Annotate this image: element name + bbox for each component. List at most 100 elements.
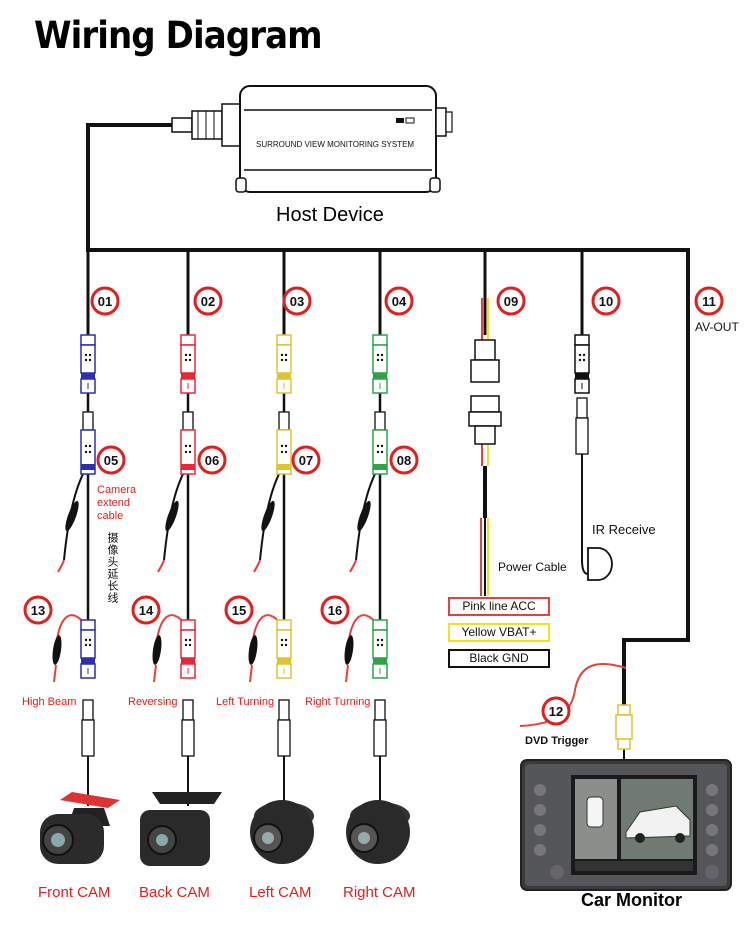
trigger-label-reversing: Reversing [128, 696, 178, 708]
ir-lead [575, 397, 589, 470]
left-cam-label: Left CAM [249, 884, 312, 901]
camera-extend-line-2: extend [97, 497, 131, 509]
page-title: Wiring Diagram [34, 14, 323, 57]
marker-number-15: 15 [232, 603, 246, 618]
marker-04: 04 [384, 286, 414, 316]
host-device-label: Host Device [276, 204, 384, 226]
marker-number-04: 04 [392, 294, 407, 309]
back-camera-connector [180, 619, 196, 679]
marker-number-09: 09 [504, 294, 518, 309]
host-connector [171, 103, 243, 147]
right-cam [346, 800, 410, 864]
back-extension-plug [180, 411, 196, 475]
front-host-connector [80, 334, 96, 394]
camera-extend-line-3: cable [97, 510, 124, 522]
front-cam [40, 792, 120, 864]
ir-host-connector [574, 334, 590, 394]
trigger-label-high-beam: High Beam [22, 696, 77, 708]
marker-03: 03 [282, 286, 312, 316]
marker-ring-06 [197, 445, 227, 475]
right-camera-connector [372, 619, 388, 679]
marker-number-16: 16 [328, 603, 342, 618]
marker-06: 06 [197, 445, 227, 475]
front-camera-connector [80, 619, 96, 679]
dvd-trigger-label: DVD Trigger [525, 735, 589, 747]
marker-number-14: 14 [139, 603, 154, 618]
dvd-trigger-wire [519, 662, 627, 727]
av-out-label: AV-OUT [695, 320, 739, 334]
marker-10: 10 [591, 286, 621, 316]
marker-01: 01 [90, 286, 120, 316]
right-cam-label: Right CAM [343, 884, 416, 901]
front-extension-plug [80, 411, 96, 475]
marker-ring-03 [282, 286, 312, 316]
marker-ring-12 [541, 696, 571, 726]
marker-number-11: 11 [702, 294, 716, 309]
camera-extend-line-1: Camera [97, 484, 137, 496]
back-camera-trigger-fuse [152, 635, 162, 665]
parts-layer [80, 334, 633, 772]
trigger-label-right-turning: Right Turning [305, 696, 371, 708]
marker-ring-09 [496, 286, 526, 316]
left-camera-lead [277, 699, 291, 772]
left-trigger-fuse [261, 500, 275, 532]
host-device: SURROUND VIEW MONITORING SYSTEM [171, 85, 453, 193]
marker-13: 13 [23, 595, 53, 625]
marker-ring-05 [96, 445, 126, 475]
pink-acc-box: Pink line ACC [448, 597, 550, 616]
marker-ring-14 [131, 595, 161, 625]
marker-number-02: 02 [201, 294, 215, 309]
back-host-connector [180, 334, 196, 394]
marker-ring-13 [23, 595, 53, 625]
left-host-connector [276, 334, 292, 394]
right-host-connector [372, 334, 388, 394]
wire-layer [52, 123, 690, 806]
right-camera-trigger-end [345, 664, 349, 683]
camera-extend-cn-label: 摄像头延长线 [106, 532, 118, 604]
front-cam-label: Front CAM [38, 884, 111, 901]
marker-08: 08 [389, 445, 419, 475]
marker-ring-07 [291, 445, 321, 475]
camera-layer [40, 792, 410, 866]
marker-02: 02 [193, 286, 223, 316]
front-trigger-lead-tip [57, 559, 65, 573]
car-monitor [520, 759, 732, 891]
host-brand-text: SURROUND VIEW MONITORING SYSTEM [256, 140, 414, 149]
marker-ring-02 [193, 286, 223, 316]
marker-number-05: 05 [104, 453, 118, 468]
trigger-label-left-turning: Left Turning [216, 696, 275, 708]
right-trigger-fuse [357, 500, 371, 532]
left-extension-plug [276, 411, 292, 475]
back-trigger-lead-tip [157, 559, 165, 573]
front-camera-lead [81, 699, 95, 772]
ir-receive-label: IR Receive [592, 522, 656, 537]
av-out-plug [615, 704, 633, 750]
ir-cable [581, 470, 589, 575]
marker-number-07: 07 [299, 453, 313, 468]
marker-ring-11 [694, 286, 724, 316]
marker-ring-16 [320, 595, 350, 625]
marker-14: 14 [131, 595, 161, 625]
back-cam-label: Back CAM [139, 884, 210, 901]
marker-ring-04 [384, 286, 414, 316]
marker-ring-08 [389, 445, 419, 475]
yellow-vbat-box: Yellow VBAT+ [448, 623, 550, 642]
black-gnd-box: Black GND [448, 649, 550, 668]
right-camera-trigger-fuse [344, 635, 354, 665]
left-camera-trigger-end [249, 664, 253, 683]
marker-number-03: 03 [290, 294, 304, 309]
host-box: SURROUND VIEW MONITORING SYSTEM [235, 85, 453, 193]
left-camera-trigger-fuse [248, 635, 258, 665]
marker-ring-01 [90, 286, 120, 316]
marker-09: 09 [496, 286, 526, 316]
marker-15: 15 [224, 595, 254, 625]
marker-number-08: 08 [397, 453, 411, 468]
right-trigger-lead-tip [349, 559, 357, 573]
marker-ring-15 [224, 595, 254, 625]
front-camera-trigger-end [53, 664, 57, 683]
ir-receiver-head [587, 547, 613, 581]
marker-11: 11 [694, 286, 724, 316]
